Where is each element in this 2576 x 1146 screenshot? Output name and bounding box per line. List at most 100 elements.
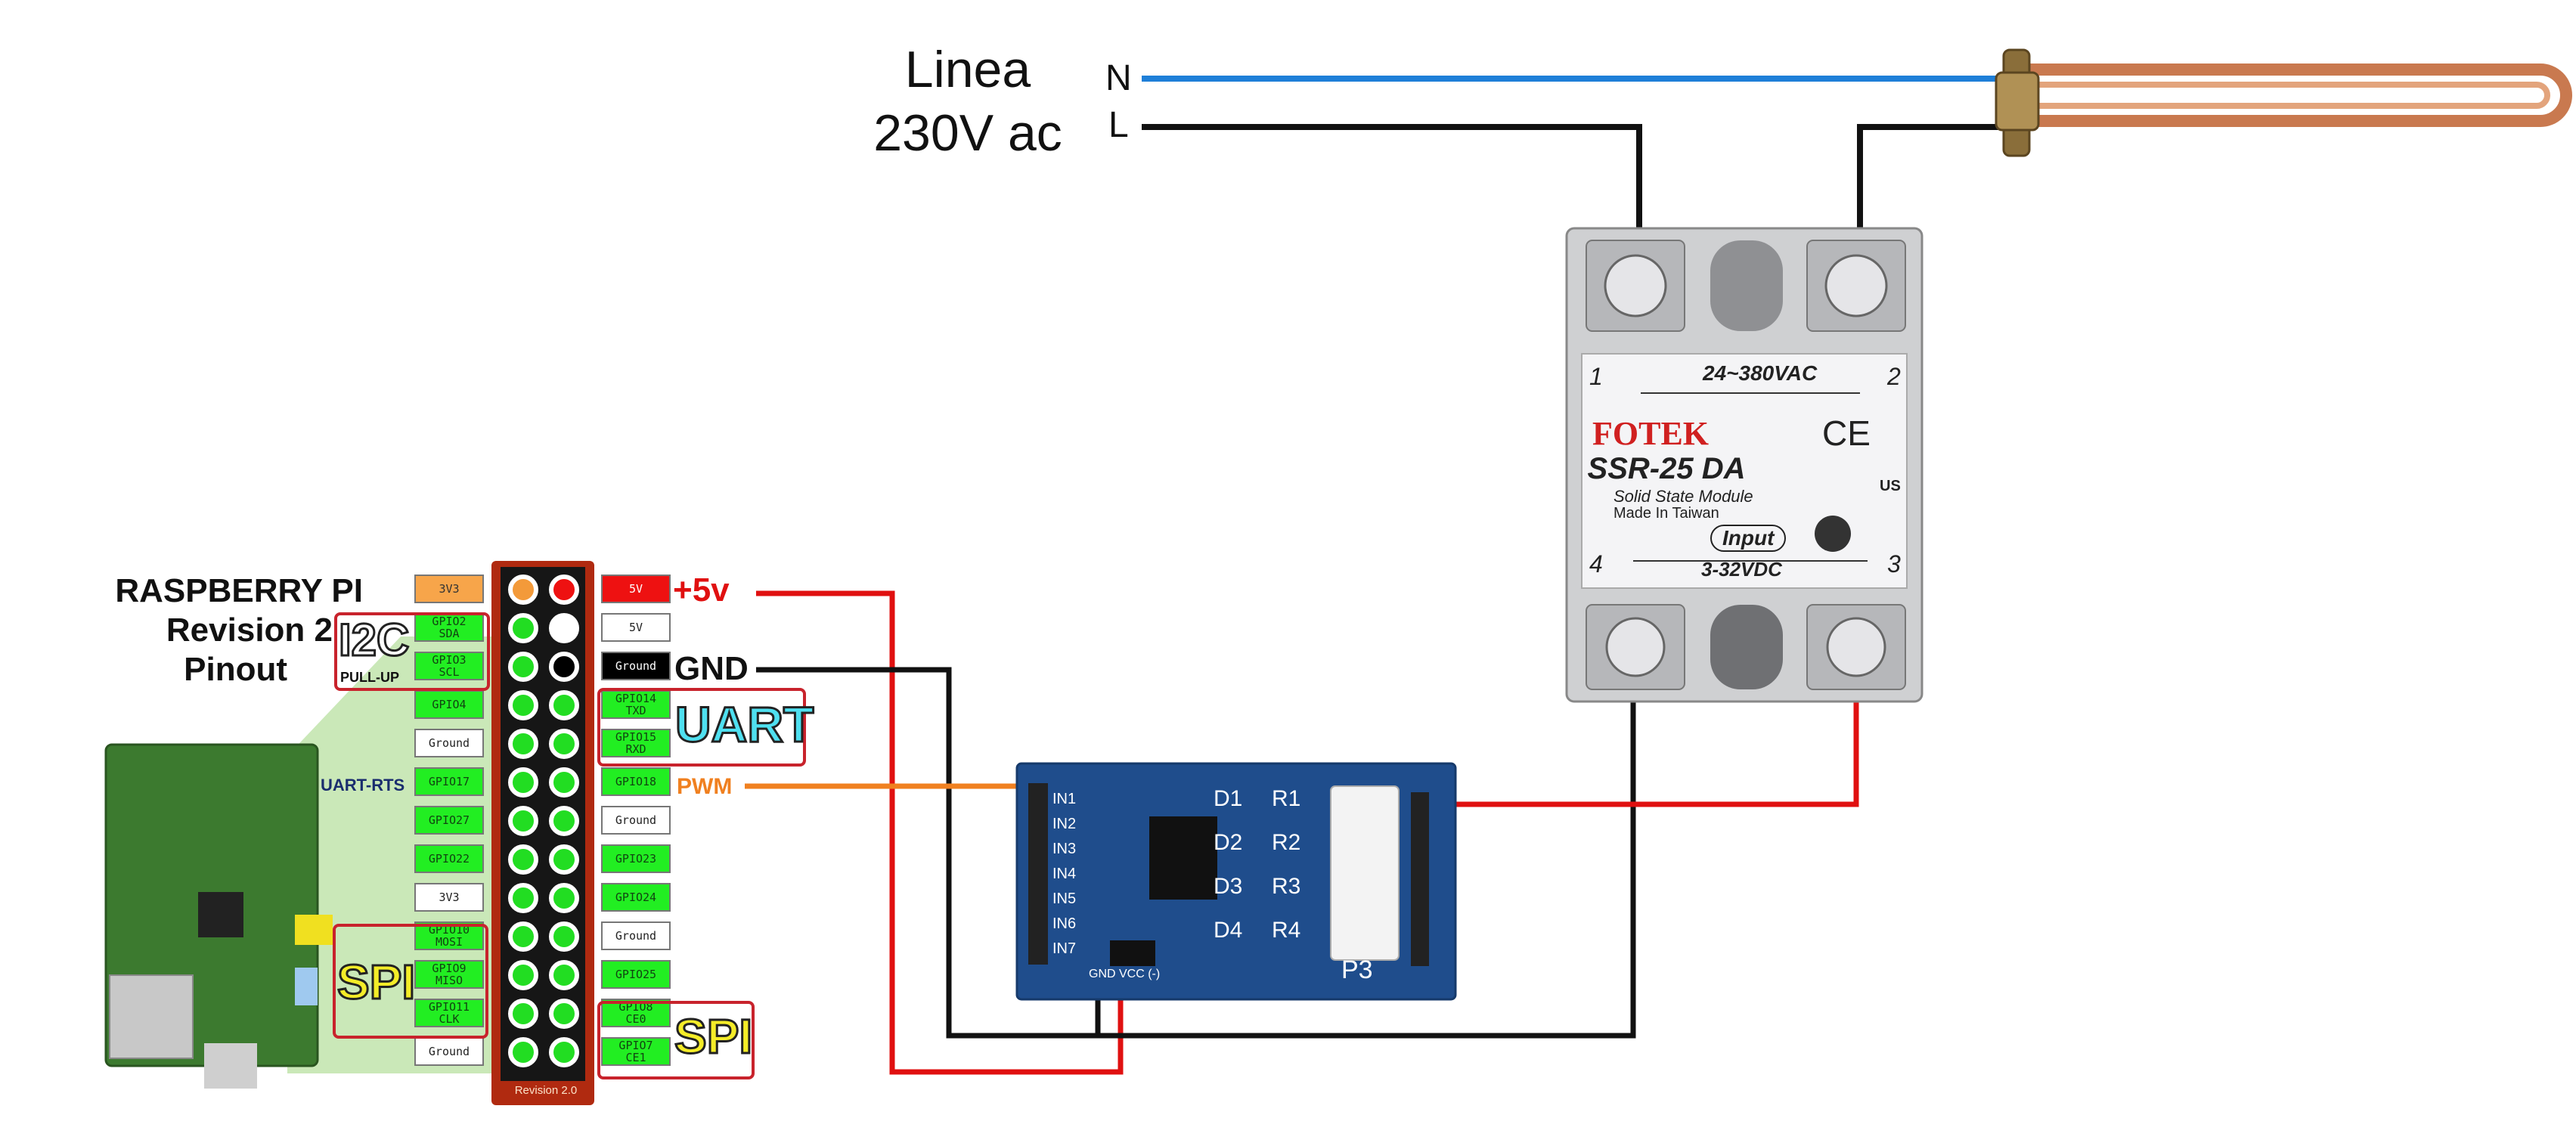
header-pin (549, 652, 579, 682)
ssr-terminal-1: 1 (1589, 363, 1603, 390)
gnd-label: GND (674, 650, 749, 687)
driver-input-in6: IN6 (1052, 915, 1077, 932)
header-revision-label: Revision 2.0 (514, 1084, 578, 1097)
driver-jumper-label: GND VCC (-) (1089, 968, 1161, 980)
ssr-line1: Solid State Module (1613, 487, 1753, 506)
pin-label: 5V (628, 582, 643, 596)
pin-right-5v: 5V (601, 575, 671, 603)
pin-sublabel: MISO (435, 974, 463, 987)
gnd-wire (756, 667, 1636, 1039)
pin-sublabel: SCL (439, 665, 460, 679)
pin-left-3v3: 3V3 (414, 883, 484, 912)
ssr-ac-rating: 24~380VAC (1703, 361, 1818, 385)
pin-label: GPIO18 (615, 775, 657, 788)
pin-right-5v: 5V (601, 613, 671, 642)
header-pin (549, 921, 579, 952)
heater-return-wire (1857, 124, 2004, 242)
pin-label: GPIO24 (615, 890, 657, 904)
pin-sublabel: CLK (439, 1012, 460, 1026)
i2c-box (334, 612, 490, 691)
header-pin (549, 767, 579, 798)
pin-label: GPIO23 (615, 852, 657, 866)
header-pin (508, 613, 538, 643)
pin-left-ground: Ground (414, 1037, 484, 1066)
pin-label: GPIO7 (618, 1039, 653, 1052)
mains-title: Linea 230V ac (858, 38, 1077, 165)
pin-right-ground: Ground (601, 652, 671, 680)
live-wire (1142, 124, 1642, 242)
header-pin (549, 883, 579, 913)
pin-left-gpio22: GPIO22 (414, 844, 484, 873)
driver-input-in7: IN7 (1052, 940, 1077, 957)
driver-diode-d1: D1 (1214, 786, 1243, 811)
header-pin (549, 806, 579, 836)
driver-input-in1: IN1 (1052, 791, 1077, 807)
pin-label: Ground (615, 659, 657, 673)
pin-right-gpio24: GPIO24 (601, 883, 671, 912)
pin-label: GPIO14 (615, 692, 657, 705)
pin-label: Ground (428, 1045, 470, 1058)
pin-label: GPIO3 (432, 653, 467, 667)
pin-label: GPIO10 (428, 923, 470, 937)
pin-label: 3V3 (439, 582, 460, 596)
pin-sublabel: RXD (625, 742, 646, 756)
neutral-label: N (1105, 58, 1132, 98)
pin-label: GPIO22 (428, 852, 470, 866)
header-pin (549, 960, 579, 990)
header-pin (508, 960, 538, 990)
driver-resistor-r3: R3 (1272, 874, 1301, 899)
ssr-control-wire (1440, 680, 1859, 807)
pin-right-ground: Ground (601, 921, 671, 950)
heater-rod (2026, 63, 2572, 127)
plus5v-label: +5v (673, 571, 730, 609)
header-pin (508, 767, 538, 798)
uart-box (597, 688, 806, 767)
pin-label: Ground (615, 929, 657, 943)
pin-sublabel: CE0 (625, 1012, 646, 1026)
driver-resistor-r2: R2 (1272, 830, 1301, 855)
ssr-relay (1565, 227, 1923, 703)
driver-input-in5: IN5 (1052, 890, 1077, 907)
header-pin (549, 844, 579, 875)
header-pin (549, 575, 579, 605)
pin-right-ground: Ground (601, 806, 671, 835)
pin-left-gpio4: GPIO4 (414, 690, 484, 719)
ssr-terminal-3: 3 (1887, 550, 1901, 578)
pin-label: GPIO25 (615, 968, 657, 981)
pin-left-ground: Ground (414, 729, 484, 757)
pin-label: GPIO2 (432, 615, 467, 628)
pin-label: GPIO17 (428, 775, 470, 788)
pi-title-line2: Revision 2 (166, 612, 333, 649)
driver-diode-d2: D2 (1214, 830, 1243, 855)
heater-element (1995, 48, 2572, 157)
ssr-input-label: Input (1710, 525, 1787, 552)
plus5v-wire (756, 590, 1124, 1075)
mains-title-line1: Linea (904, 41, 1031, 98)
header-pin (508, 883, 538, 913)
pin-sublabel: TXD (625, 704, 646, 717)
driver-board (1015, 762, 1457, 1001)
driver-connector-label: P3 (1341, 956, 1373, 984)
pullup-label: PULL-UP (340, 670, 399, 685)
driver-input-in2: IN2 (1052, 816, 1077, 832)
pi-title: RASPBERRY PI Revision 2 Pinout (76, 571, 363, 689)
header-pin (508, 575, 538, 605)
spi-box-left (333, 924, 488, 1039)
pin-right-gpio23: GPIO23 (601, 844, 671, 873)
ssr-ul-us: US (1880, 478, 1901, 494)
pi-title-line3: Pinout (184, 651, 287, 688)
header-pin (508, 690, 538, 720)
i2c-label: I2C (337, 614, 410, 667)
pwm-label: PWM (677, 774, 733, 799)
driver-diode-d4: D4 (1214, 918, 1243, 943)
header-pin (549, 999, 579, 1029)
driver-diode-d3: D3 (1214, 874, 1243, 899)
pin-label: GPIO15 (615, 730, 657, 744)
